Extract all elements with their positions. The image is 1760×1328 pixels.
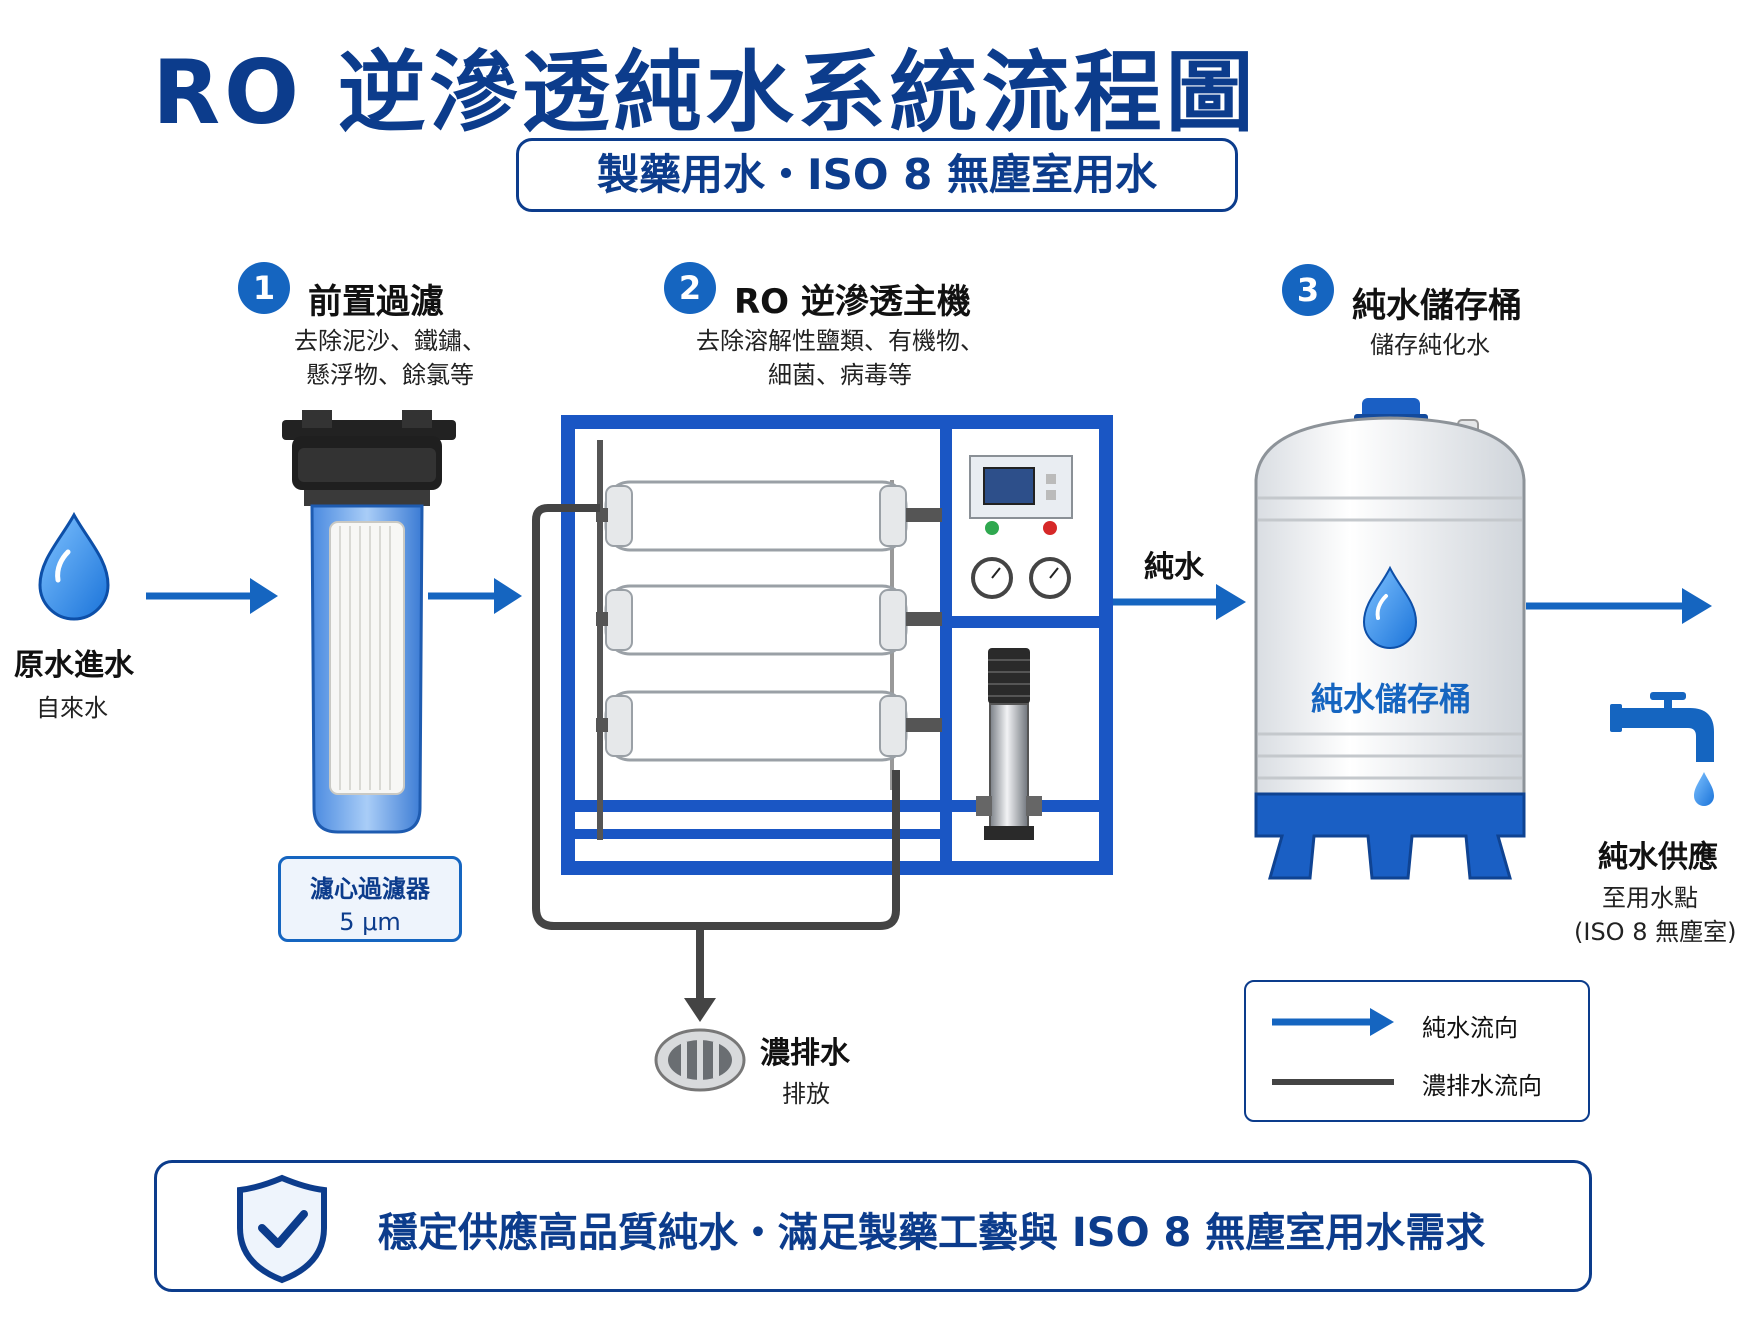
- step-2-title: RO 逆滲透主機: [734, 282, 971, 322]
- raw-water-sub: 自來水: [36, 694, 108, 722]
- flow-arrow-raw-to-filter: [146, 578, 278, 614]
- flow-arrow-filter-to-ro: [428, 578, 522, 614]
- step-2-desc-2: 細菌、病毒等: [768, 361, 912, 389]
- filter-housing-icon: [282, 410, 456, 834]
- drain-sub: 排放: [782, 1080, 830, 1108]
- legend-line-pure: [1272, 1008, 1394, 1036]
- water-drop-icon: [38, 511, 110, 621]
- ro-machine-icon: [561, 415, 1113, 875]
- supply-line2: (ISO 8 無塵室): [1574, 918, 1737, 946]
- filter-label-box: 濾心過濾器 5 μm: [278, 856, 462, 942]
- pure-water-label: 純水: [1144, 550, 1204, 585]
- filter-spec: 5 μm: [339, 908, 401, 936]
- shield-check-icon: [237, 1174, 327, 1284]
- flow-arrow-ro-to-tank: [1106, 584, 1246, 620]
- page-title: RO 逆滲透純水系統流程圖: [152, 41, 1258, 144]
- legend: [1244, 980, 1590, 1122]
- step-3-desc-1: 儲存純化水: [1370, 331, 1490, 359]
- step-1-desc-2: 懸浮物、餘氯等: [306, 361, 474, 389]
- legend-label-waste: 濃排水流向: [1422, 1072, 1542, 1100]
- step-1-desc-1: 去除泥沙、鐵鏽、: [294, 327, 486, 355]
- page-subtitle: 製藥用水・ISO 8 無塵室用水: [516, 138, 1238, 212]
- supply-title: 純水供應: [1598, 840, 1718, 875]
- supply-line1: 至用水點: [1602, 884, 1698, 912]
- step-1-title: 前置過濾: [308, 282, 444, 322]
- step-2-desc-1: 去除溶解性鹽類、有機物、: [696, 327, 984, 355]
- step-1-badge: 1: [238, 262, 290, 314]
- step-3-badge: 3: [1282, 264, 1334, 316]
- raw-water-title: 原水進水: [14, 648, 134, 683]
- faucet-icon: [1610, 692, 1714, 806]
- legend-label-pure: 純水流向: [1422, 1014, 1518, 1042]
- footer-text: 穩定供應高品質純水・滿足製藥工藝與 ISO 8 無塵室用水需求: [378, 1210, 1486, 1256]
- flow-arrow-tank-to-supply: [1526, 588, 1712, 624]
- footer-banner: [154, 1160, 1592, 1292]
- drain-icon: [654, 1028, 746, 1092]
- step-3-title: 純水儲存桶: [1352, 286, 1522, 326]
- step-2-badge: 2: [664, 262, 716, 314]
- tank-label: 純水儲存桶: [1310, 680, 1471, 718]
- storage-tank-icon: [1254, 398, 1526, 880]
- concentrate-pipe: [532, 504, 900, 1022]
- drain-title: 濃排水: [760, 1036, 850, 1071]
- filter-name: 濾心過濾器: [310, 875, 430, 903]
